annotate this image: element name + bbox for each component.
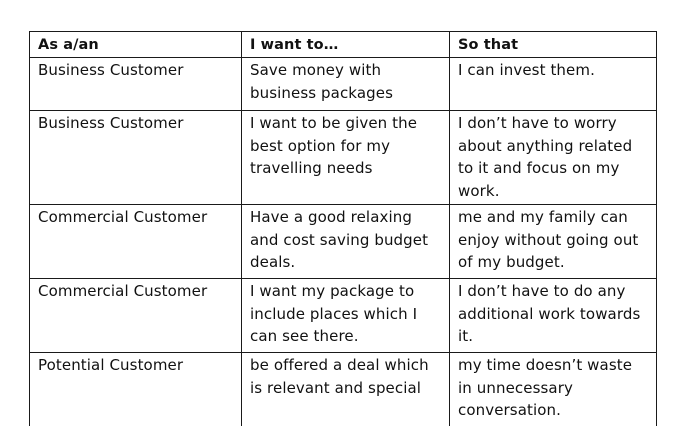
cell-so-that: me and my family can enjoy without going… (450, 205, 657, 279)
cell-want: I want to be given the best option for m… (242, 111, 450, 205)
cell-role: Commercial Customer (30, 205, 242, 279)
cell-want: Have a good relaxing and cost saving bud… (242, 205, 450, 279)
cell-so-that: my time doesn’t waste in unnecessary con… (450, 353, 657, 426)
cell-want: Save money with business packages (242, 58, 450, 111)
table-row: Potential Customer be offered a deal whi… (30, 353, 657, 426)
cell-want: I want my package to include places whic… (242, 279, 450, 353)
cell-role: Potential Customer (30, 353, 242, 426)
cell-want: be offered a deal which is relevant and … (242, 353, 450, 426)
table-header-row: As a/an I want to… So that (30, 32, 657, 58)
cell-role: Business Customer (30, 111, 242, 205)
table-row: Commercial Customer Have a good relaxing… (30, 205, 657, 279)
document-page: As a/an I want to… So that Business Cust… (0, 0, 687, 409)
cell-so-that: I can invest them. (450, 58, 657, 111)
table-row: Business Customer I want to be given the… (30, 111, 657, 205)
cell-so-that: I don’t have to do any additional work t… (450, 279, 657, 353)
cell-so-that: I don’t have to worry about anything rel… (450, 111, 657, 205)
header-role: As a/an (30, 32, 242, 58)
header-so-that: So that (450, 32, 657, 58)
table-row: Business Customer Save money with busine… (30, 58, 657, 111)
table-row: Commercial Customer I want my package to… (30, 279, 657, 353)
cell-role: Business Customer (30, 58, 242, 111)
user-stories-table: As a/an I want to… So that Business Cust… (29, 31, 657, 426)
header-want: I want to… (242, 32, 450, 58)
cell-role: Commercial Customer (30, 279, 242, 353)
